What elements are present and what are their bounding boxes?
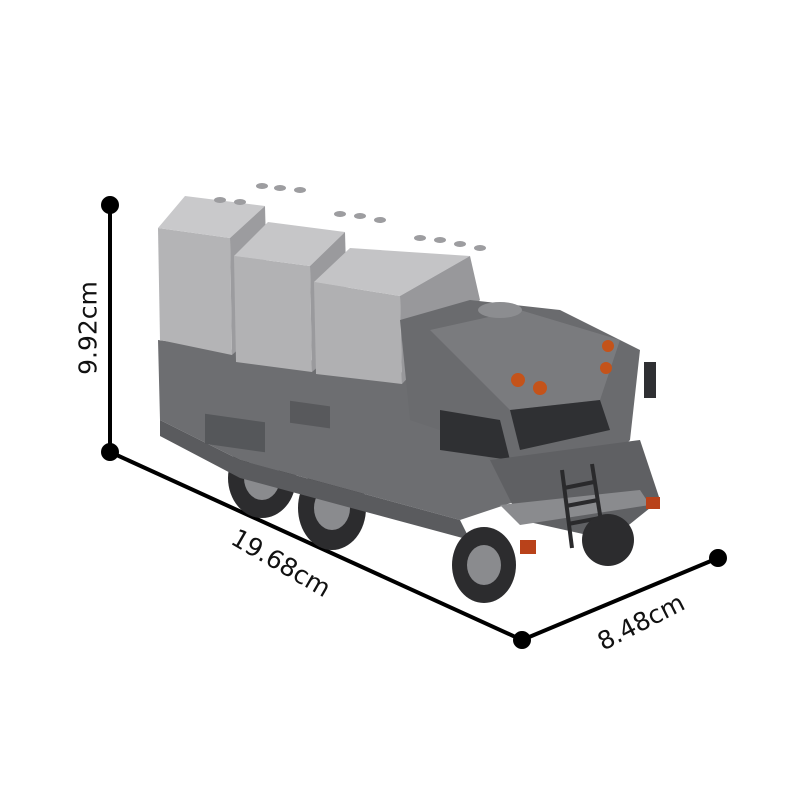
dimension-lines: [101, 196, 727, 649]
wheel-front-left: [452, 527, 516, 603]
truck-model: [158, 183, 660, 603]
width-end-endpoint: [709, 549, 727, 567]
height-top-endpoint: [101, 196, 119, 214]
wheel-front-right: [582, 514, 634, 566]
top-studs: [214, 183, 486, 251]
height-dimension-label: 9.92cm: [73, 281, 103, 375]
truck-cab: [400, 300, 660, 554]
width-dimension-line: [521, 556, 719, 642]
length-dimension-line: [109, 450, 523, 642]
